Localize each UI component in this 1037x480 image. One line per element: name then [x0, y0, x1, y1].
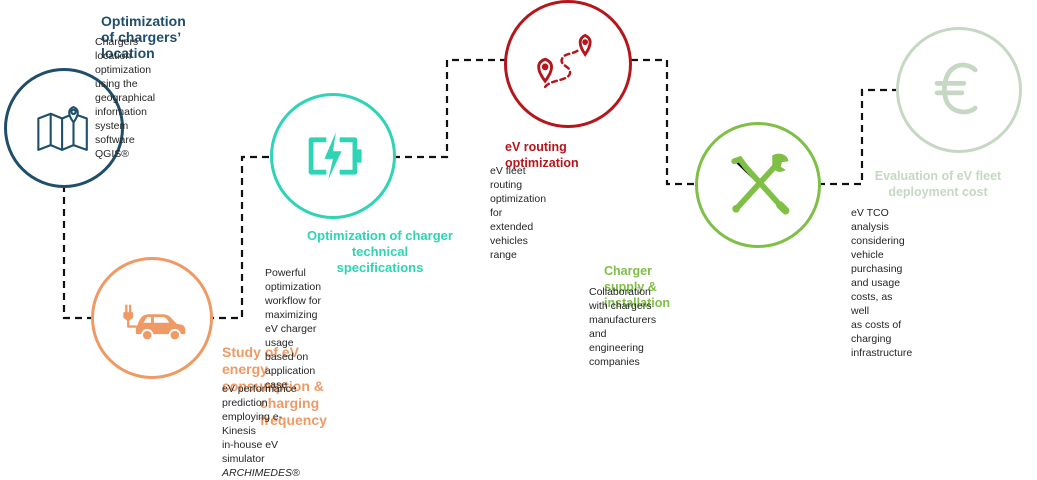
step-4-circle: [504, 0, 632, 128]
step-1-circle: [4, 68, 124, 188]
process-diagram: Optimization of chargers’ location Charg…: [4, 0, 1022, 479]
euro-icon: [934, 62, 978, 115]
connector-5-6: [818, 88, 898, 186]
step-1-description: Chargers’ location optimization using th…: [95, 36, 156, 160]
connector-4-5: [631, 58, 697, 186]
step-2-circle: [91, 257, 213, 379]
connector-3-4: [393, 58, 506, 159]
charging-battery-icon: [308, 132, 362, 180]
step-2-description: eV performance prediction employing e-Ki…: [222, 383, 300, 479]
map-pin-icon: [37, 106, 88, 151]
step-3-title: Optimization of charger technical specif…: [307, 228, 453, 275]
connector-1-2: [62, 185, 92, 320]
step-3-circle: [270, 93, 396, 219]
step-6-circle: [896, 27, 1022, 153]
electric-car-icon: [123, 304, 186, 342]
tools-icon: [731, 153, 790, 215]
step-5-description: Collaboration with chargers manufacturer…: [589, 286, 657, 368]
route-icon: [537, 33, 592, 89]
step-4-title: eV routing optimization: [505, 140, 579, 170]
step-5-circle: [695, 122, 821, 248]
step-5-title: Charger supply & installation: [604, 264, 670, 310]
step-4-description: eV fleet routing optimization for extend…: [490, 165, 547, 261]
step-6-description: eV TCO analysis considering vehicle purc…: [851, 207, 913, 359]
step-1-title: Optimization of chargers’ location: [101, 13, 186, 61]
step-6-title: Evaluation of eV fleet deployment cost: [874, 169, 1002, 199]
step-3-description: Powerful optimization workflow for maxim…: [265, 267, 322, 391]
